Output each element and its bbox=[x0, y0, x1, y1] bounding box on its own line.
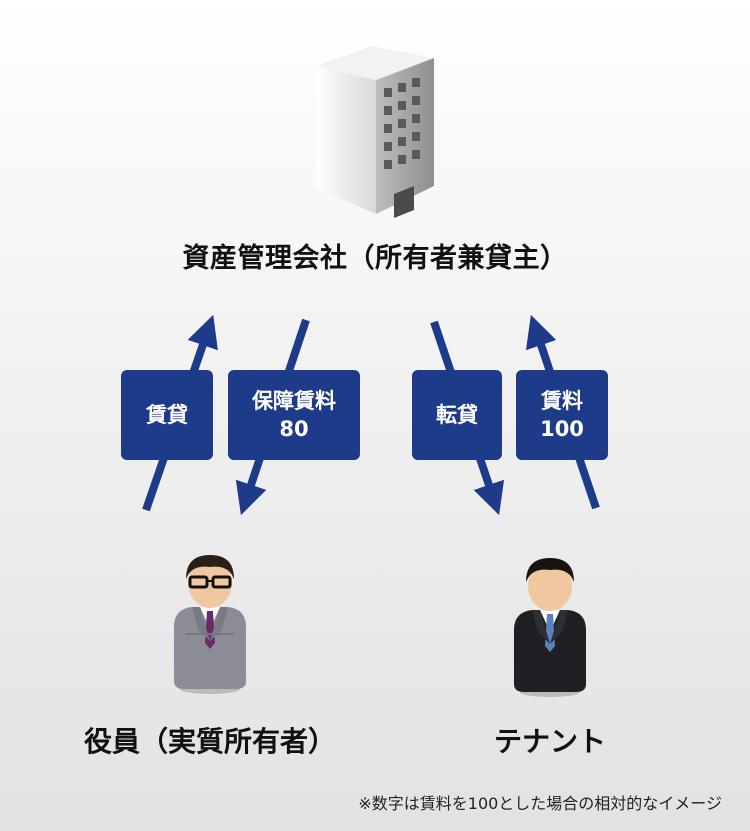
rent-value: 100 bbox=[540, 417, 584, 441]
company-label: 資産管理会社（所有者兼貸主） bbox=[182, 243, 568, 274]
guaranteed-rent-label: 保障賃料 bbox=[252, 388, 336, 413]
rent-box: 賃料 100 bbox=[516, 370, 608, 460]
sublease-box: 転貸 bbox=[412, 370, 502, 460]
sublease-label: 転貸 bbox=[436, 402, 478, 427]
guaranteed-rent-box: 保障賃料 80 bbox=[228, 370, 360, 460]
lease-label: 賃貸 bbox=[146, 402, 188, 427]
tenant-label: テナント bbox=[493, 725, 606, 758]
footnote: ※数字は賃料を100とした場合の相対的なイメージ bbox=[358, 794, 722, 813]
rent-label: 賃料 bbox=[541, 388, 583, 413]
businessman-glasses-icon bbox=[174, 555, 246, 694]
guaranteed-rent-value: 80 bbox=[279, 417, 309, 441]
lease-box: 賃貸 bbox=[121, 370, 213, 460]
businessman-icon bbox=[514, 558, 586, 697]
office-building-icon bbox=[316, 46, 434, 218]
officer-label: 役員（実質所有者） bbox=[83, 725, 336, 758]
